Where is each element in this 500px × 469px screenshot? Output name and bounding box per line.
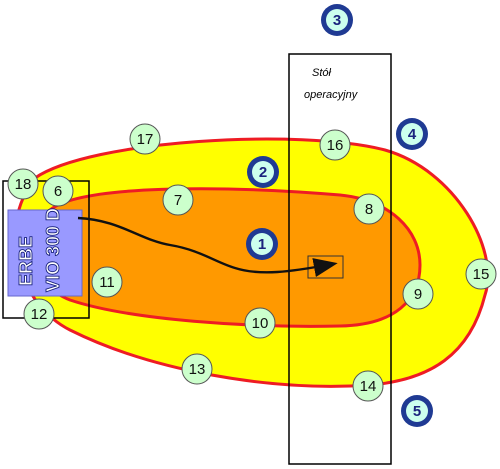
marker-10: 10 xyxy=(244,307,276,339)
marker-2: 2 xyxy=(247,156,279,188)
table-label-line1: Stół xyxy=(312,67,332,79)
marker-17: 17 xyxy=(129,123,161,155)
marker-13: 13 xyxy=(181,353,213,385)
marker-11: 11 xyxy=(91,266,123,298)
marker-6: 6 xyxy=(42,175,74,207)
marker-6-label: 6 xyxy=(54,183,62,200)
device-label-line1: ERBE xyxy=(16,236,36,286)
marker-7: 7 xyxy=(162,184,194,216)
marker-17-label: 17 xyxy=(137,131,154,148)
marker-1-label: 1 xyxy=(258,236,266,253)
marker-9-label: 9 xyxy=(414,286,422,303)
marker-5: 5 xyxy=(401,395,433,427)
marker-14-label: 14 xyxy=(360,378,377,395)
marker-13-label: 13 xyxy=(189,361,206,378)
marker-10-label: 10 xyxy=(252,315,269,332)
marker-7-label: 7 xyxy=(174,192,182,209)
marker-1: 1 xyxy=(246,228,278,260)
table-label-line2: operacyjny xyxy=(304,89,359,101)
path-arrow xyxy=(77,216,338,277)
marker-4: 4 xyxy=(396,118,428,150)
marker-11-label: 11 xyxy=(99,274,115,291)
marker-14: 14 xyxy=(352,370,384,402)
device-panel xyxy=(7,209,83,297)
marker-15: 15 xyxy=(465,258,497,290)
marker-3-label: 3 xyxy=(333,12,341,29)
marker-8: 8 xyxy=(353,193,385,225)
marker-16: 16 xyxy=(319,129,351,161)
inner-zone xyxy=(33,187,422,328)
marker-5-label: 5 xyxy=(413,403,421,420)
marker-18-label: 18 xyxy=(15,176,32,193)
marker-18: 18 xyxy=(7,168,39,200)
marker-12: 12 xyxy=(23,298,55,330)
marker-4-label: 4 xyxy=(408,126,417,143)
device-label-line2: VIO 300 D xyxy=(43,208,63,292)
marker-3: 3 xyxy=(321,4,353,36)
marker-16-label: 16 xyxy=(327,137,344,154)
marker-15-label: 15 xyxy=(473,266,490,283)
marker-9: 9 xyxy=(402,278,434,310)
marker-12-label: 12 xyxy=(31,306,48,323)
operating-table xyxy=(288,53,392,465)
marker-8-label: 8 xyxy=(365,201,373,218)
marker-2-label: 2 xyxy=(259,164,267,181)
target-box xyxy=(307,255,344,279)
